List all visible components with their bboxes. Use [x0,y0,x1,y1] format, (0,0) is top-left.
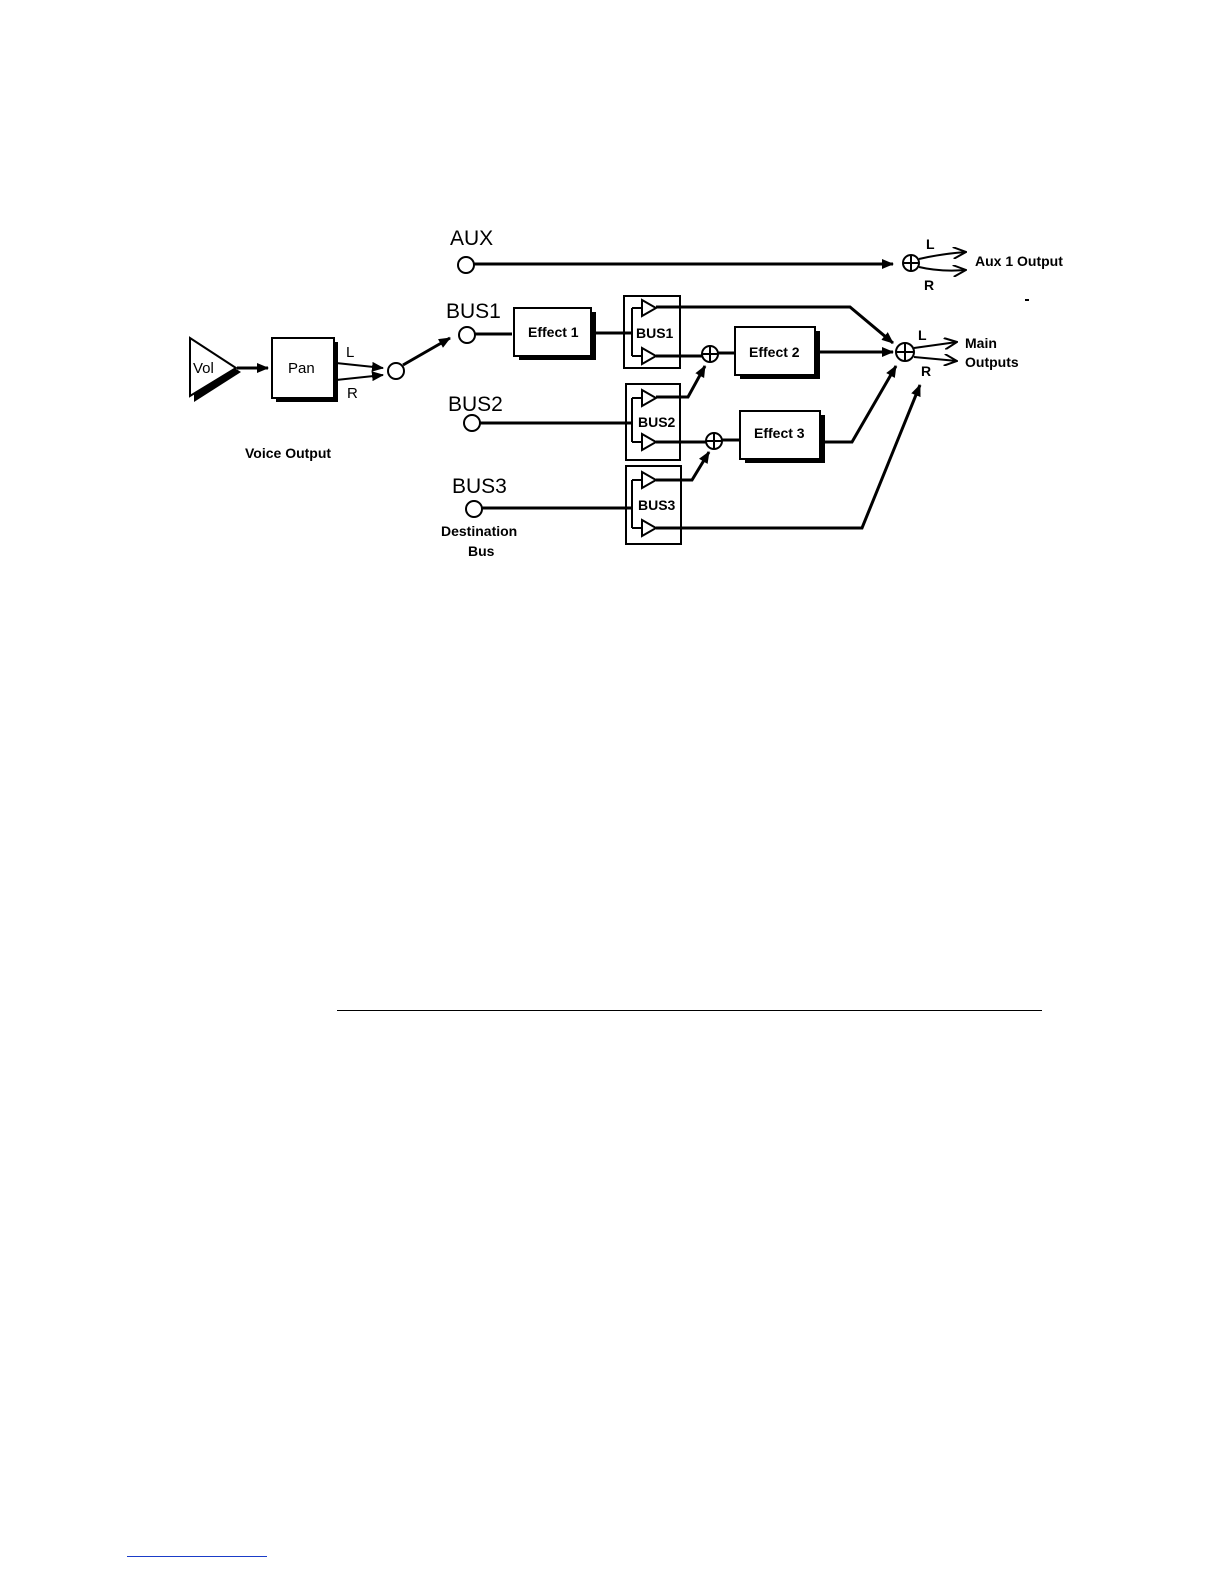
bus3-splitter: BUS3 [626,466,681,544]
effect3-label: Effect 3 [754,425,805,441]
vol-label: Vol [193,360,214,377]
voice-to-bus-switch [403,338,450,365]
aux-out-right-label: R [924,277,934,293]
horizontal-rule [337,1010,1042,1011]
main-out-right-label: R [921,363,931,379]
bus2-label: BUS2 [448,393,503,416]
aux-output-label: Aux 1 Output [975,253,1063,269]
main-outputs-label-2: Outputs [965,354,1019,370]
destination-bus-label-1: Destination [441,523,517,539]
effect2-sum-node [702,346,718,362]
pan-left-arrow [336,363,383,368]
voice-output-label: Voice Output [245,445,331,461]
bus3-splitter-label: BUS3 [638,497,676,513]
bus1-node [459,327,475,343]
main-out-left-label: L [918,327,927,343]
main-outputs-label-1: Main [965,335,997,351]
bus3-node [466,501,482,517]
bus2-splitter: BUS2 [626,384,680,460]
effect1-label: Effect 1 [528,324,579,340]
effect3-box: Effect 3 [740,411,825,463]
main-out-right-arrow [914,357,957,361]
effect2-box: Effect 2 [735,327,820,379]
destination-bus-label-2: Bus [468,543,495,559]
bus2-node [464,415,480,431]
pan-label: Pan [288,360,315,377]
bus3-label: BUS3 [452,475,507,498]
aux-node [458,257,474,273]
pan-right-label: R [347,385,358,402]
aux-out-left-arrow [919,252,966,259]
aux-label: AUX [450,227,493,250]
aux-out-left-label: L [926,236,935,252]
vol-amplifier: Vol [190,338,241,402]
effect3-to-main [823,366,896,442]
main-sum-node [896,343,914,361]
effect1-box: Effect 1 [514,308,596,360]
aux-out-right-arrow [919,267,966,271]
effect3-sum-node [706,433,722,449]
bus1-label: BUS1 [446,300,501,323]
bus2-splitter-label: BUS2 [638,414,676,430]
pan-box: Pan [272,338,338,402]
aux-sum-node [903,255,919,271]
voice-output-node [388,363,404,379]
pan-left-label: L [346,344,354,361]
footer-link-underline [127,1556,267,1557]
bus1-splitter-label: BUS1 [636,325,674,341]
pan-right-arrow [336,375,383,380]
scan-speck [1025,299,1029,301]
effect2-label: Effect 2 [749,344,800,360]
